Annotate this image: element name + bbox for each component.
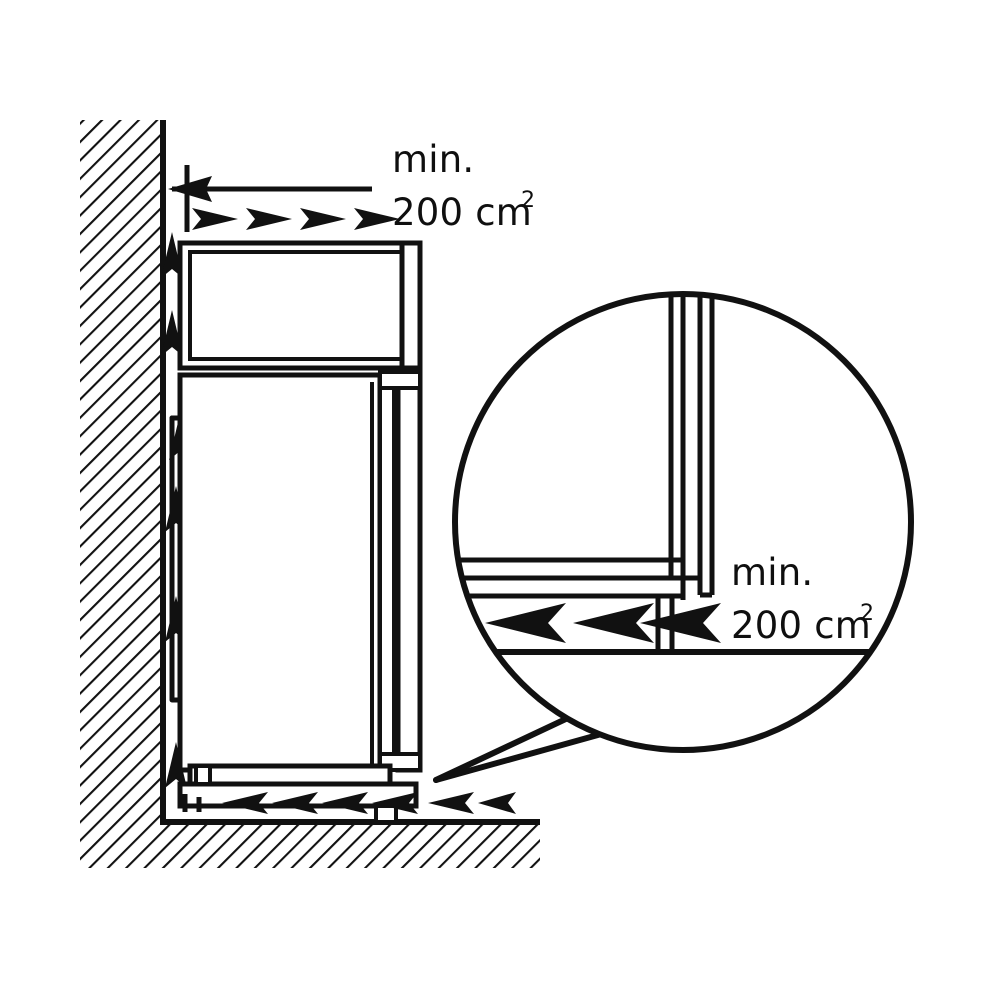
airflow-arrow-left — [478, 792, 516, 814]
airflow-arrow-left — [573, 603, 654, 643]
magnified-label-line1: min. — [731, 551, 813, 594]
appliance-base — [177, 763, 419, 824]
freezer-compartment — [177, 240, 423, 371]
enlarged-door-leaf — [697, 294, 715, 598]
top-label-line2: 200 cm — [392, 191, 532, 234]
floor-hatching — [80, 822, 540, 868]
airflow-arrow-left — [322, 792, 368, 814]
airflow-arrow-up — [165, 742, 187, 788]
enlarged-airflow-arrows — [485, 603, 721, 643]
top-label-unit: cm — [475, 191, 532, 234]
airflow-arrow-left — [272, 792, 318, 814]
detail-circle-contents — [455, 294, 880, 655]
top-label-exponent: 2 — [521, 188, 535, 213]
airflow-arrow-right — [300, 208, 346, 230]
top-label-value: 200 — [392, 191, 463, 234]
top-label-line1: min. — [392, 138, 474, 181]
airflow-arrow-left — [640, 603, 721, 643]
airflow-arrow-right — [354, 208, 400, 230]
fridge-compartment — [177, 369, 423, 773]
airflow-arrow-left — [222, 792, 268, 814]
enlarged-base-rail — [455, 557, 700, 599]
top-label-group: min. 200 cm 2 — [392, 138, 535, 234]
magnifier-detail: min. 200 cm 2 — [452, 291, 914, 753]
top-leader-group — [168, 165, 372, 232]
magnified-label-unit: cm — [814, 604, 871, 647]
wall-hatching — [80, 120, 163, 822]
floor-group — [80, 819, 540, 868]
top-leader-arrowhead — [168, 176, 212, 202]
bottom-airflow-arrows — [182, 792, 516, 814]
airflow-arrow-left — [372, 792, 418, 814]
enlarged-cabinet-rear-wall — [668, 294, 686, 600]
top-airflow-arrows — [192, 208, 400, 230]
airflow-arrow-left — [428, 792, 474, 814]
airflow-arrow-left — [485, 603, 566, 643]
magnified-label-exponent: 2 — [860, 601, 874, 626]
wall-group — [80, 120, 166, 824]
magnified-label-line2: 200 cm — [731, 604, 871, 647]
magnified-label-value: 200 — [731, 604, 802, 647]
airflow-arrow-right — [246, 208, 292, 230]
magnified-label-group: min. 200 cm 2 — [731, 551, 874, 647]
airflow-arrow-right — [192, 208, 238, 230]
